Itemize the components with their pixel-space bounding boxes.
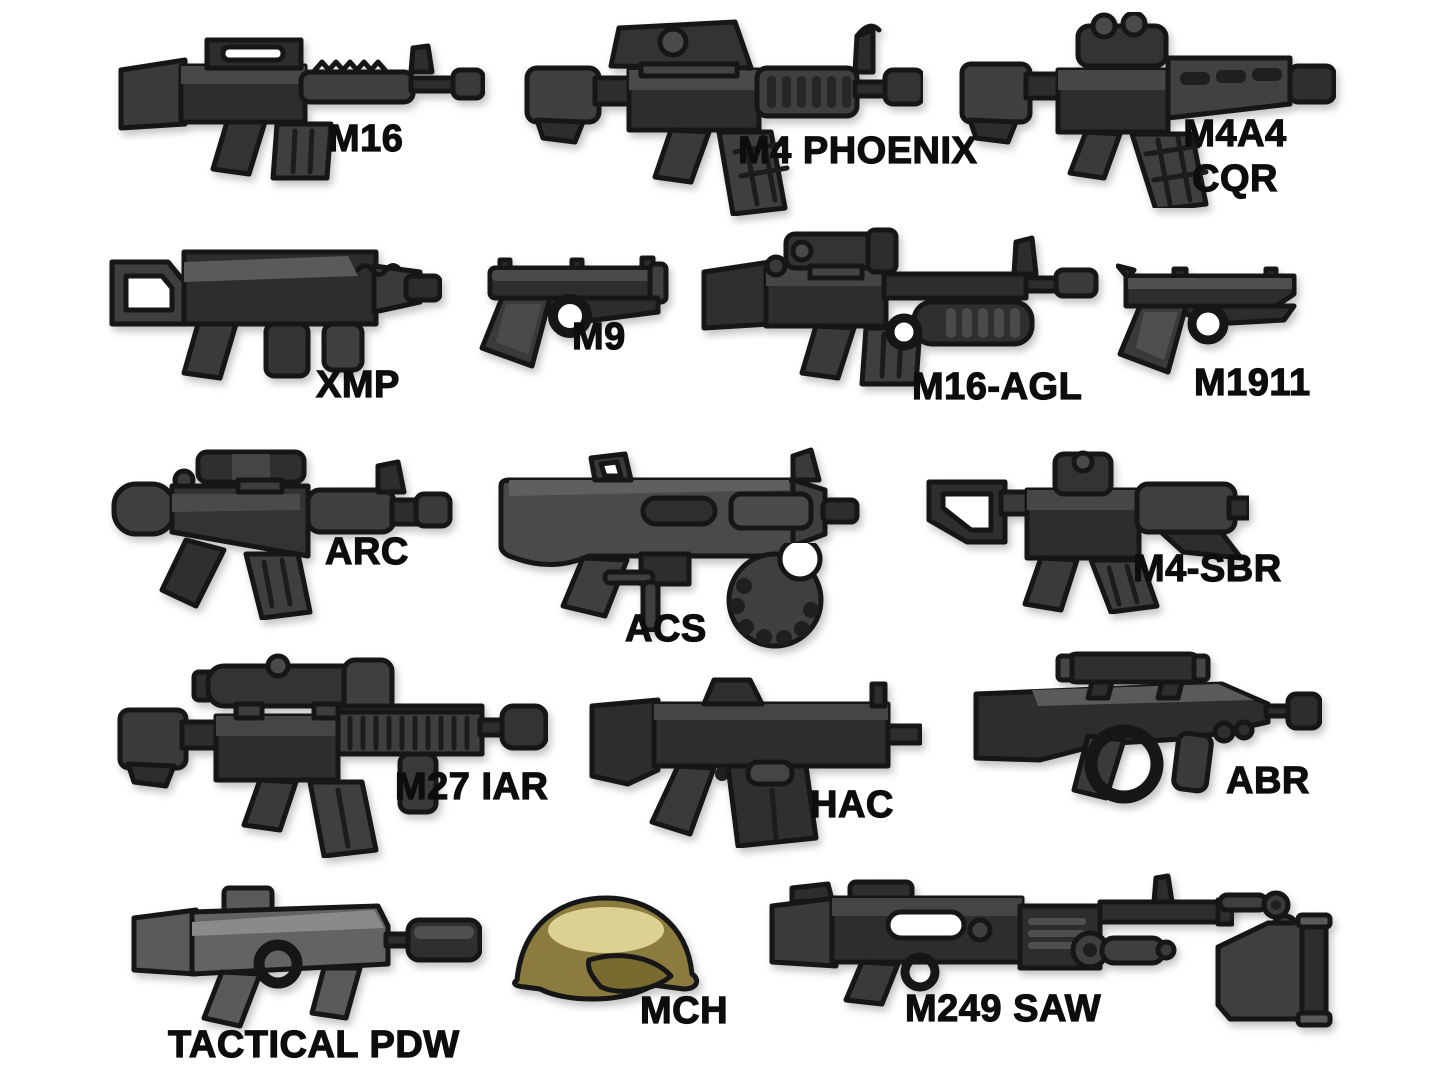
- m16-agl-weapon-image: [701, 227, 1099, 387]
- m249-saw-label: M249 SAW: [904, 987, 1102, 1030]
- m16-label: M16: [327, 117, 404, 160]
- tactical-pdw-label: TACTICAL PDW: [167, 1023, 460, 1066]
- m249-saw-weapon-image: [769, 873, 1234, 1007]
- m9-weapon-image: [479, 255, 669, 369]
- m4-sbr-label: M4-SBR: [1132, 547, 1282, 590]
- m4-phoenix-weapon-image: [524, 19, 923, 216]
- m16-weapon-image: [118, 37, 485, 181]
- acs-weapon-image: [498, 447, 860, 632]
- m16-agl-label: M16-AGL: [911, 365, 1083, 408]
- hac-label: HAC: [809, 783, 894, 826]
- m9-label: M9: [571, 315, 626, 358]
- hac-weapon-image: [589, 677, 922, 848]
- ammo-box-image: [1215, 890, 1333, 1028]
- m4a4-cqr-weapon-image: [959, 12, 1336, 208]
- abr-weapon-image: [973, 651, 1322, 804]
- m4-phoenix-label: M4 PHOENIX: [737, 129, 978, 172]
- m4-sbr-weapon-image: [926, 450, 1249, 614]
- acs-drum-magazine-image: [726, 543, 824, 649]
- mch-label: MCH: [639, 989, 729, 1032]
- xmp-label: XMP: [315, 363, 400, 406]
- m27-iar-weapon-image: [117, 653, 548, 858]
- mch-helmet-image: [512, 895, 700, 1002]
- m27-iar-label: M27 IAR: [394, 765, 549, 808]
- tactical-pdw-weapon-image: [131, 885, 482, 1029]
- arc-label: ARC: [324, 530, 409, 573]
- acs-label: ACS: [624, 607, 707, 650]
- m1911-weapon-image: [1116, 263, 1297, 375]
- arc-weapon-image: [111, 449, 453, 620]
- m4a4-cqr-label: M4A4 CQR: [1183, 112, 1287, 200]
- xmp-weapon-image: [109, 249, 442, 381]
- abr-label: ABR: [1225, 759, 1310, 802]
- m1911-label: M1911: [1193, 361, 1311, 404]
